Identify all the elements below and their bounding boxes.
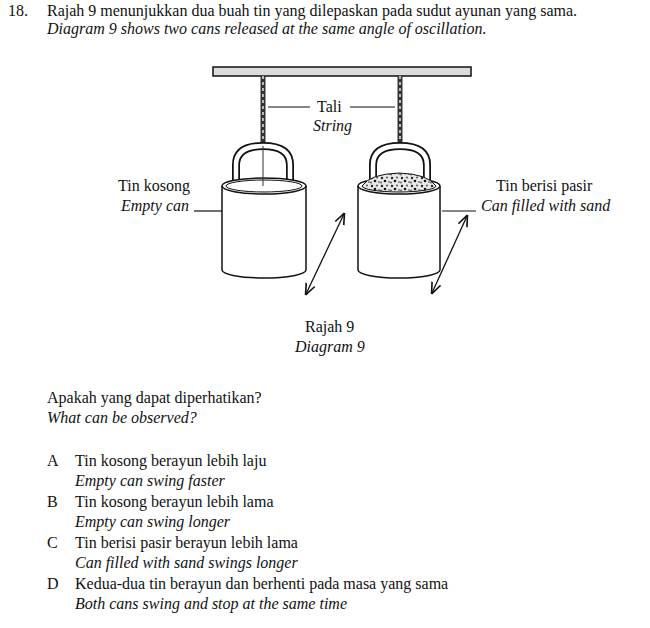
option-text: Tin kosong berayun lebih laju <box>75 452 266 470</box>
option-text: Empty can swing longer <box>75 513 230 531</box>
option-text: Both cans swing and stop at the same tim… <box>75 595 347 613</box>
swing-arrow <box>432 216 467 293</box>
part-label: Can filled with sand <box>481 197 610 215</box>
option-text: Empty can swing faster <box>75 472 225 490</box>
question-text: Apakah yang dapat diperhatikan? <box>47 389 262 407</box>
option-letter: C <box>47 534 58 552</box>
swing-arrow <box>306 214 344 294</box>
part-label: String <box>313 117 352 135</box>
option-text: Tin kosong berayun lebih lama <box>75 493 274 511</box>
option-letter: B <box>47 493 58 511</box>
figure-caption: Diagram 9 <box>295 338 365 356</box>
part-label: Tali <box>317 98 342 116</box>
support-bar <box>213 67 471 76</box>
figure-caption: Rajah 9 <box>305 318 354 336</box>
string <box>263 76 400 150</box>
question-text: Rajah 9 menunjukkan dua buah tin yang di… <box>47 2 577 20</box>
question-text: Diagram 9 shows two cans released at the… <box>47 20 486 38</box>
empty-can <box>222 146 306 278</box>
option-letter: A <box>47 452 59 470</box>
part-label: Tin berisi pasir <box>496 177 592 195</box>
option-text: Kedua-dua tin berayun dan berhenti pada … <box>75 575 448 593</box>
part-label: Tin kosong <box>118 177 190 195</box>
question-text: What can be observed? <box>47 409 197 427</box>
part-label: Empty can <box>121 197 189 215</box>
option-letter: D <box>47 575 59 593</box>
sand-can <box>358 146 440 278</box>
option-text: Can filled with sand swings longer <box>75 554 298 572</box>
question-number: 18. <box>8 2 28 20</box>
option-text: Tin berisi pasir berayun lebih lama <box>75 534 298 552</box>
